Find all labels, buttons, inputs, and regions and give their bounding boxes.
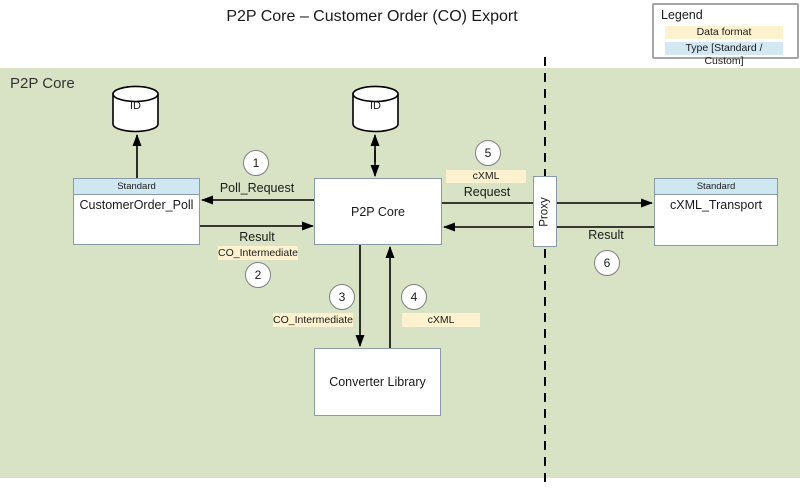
database-left-icon — [112, 85, 159, 133]
node-converter-library: Converter Library — [314, 348, 441, 416]
node-label: CustomerOrder_Poll — [79, 198, 194, 212]
label-result-right: Result — [588, 228, 624, 242]
label-request: Request — [463, 185, 511, 199]
type-badge-standard: Standard — [74, 179, 199, 195]
chip-co-intermediate-left: CO_Intermediate — [218, 246, 298, 260]
database-left-label: ID — [130, 100, 141, 112]
node-cxml-transport: Standard cXML_Transport — [654, 178, 778, 246]
step-circle-2: 2 — [245, 262, 271, 288]
label-poll-request: Poll_Request — [219, 181, 295, 195]
chip-cxml-bottom: cXML — [402, 313, 480, 327]
chip-co-intermediate-bottom: CO_Intermediate — [273, 313, 353, 327]
node-label: cXML_Transport — [670, 198, 762, 212]
step-circle-6: 6 — [594, 250, 620, 276]
boundary-label: P2P Core — [10, 75, 75, 92]
legend-title: Legend — [661, 8, 703, 22]
node-p2p-core: P2P Core — [314, 178, 442, 245]
legend: Legend Data format Type [Standard / Cust… — [652, 3, 799, 67]
step-circle-3: 3 — [329, 284, 355, 310]
label-result-left: Result — [239, 230, 275, 244]
chip-cxml-top: cXML — [446, 170, 526, 183]
database-center-label: ID — [370, 100, 381, 112]
step-circle-5: 5 — [475, 140, 501, 166]
legend-data-format-swatch: Data format — [665, 26, 783, 39]
diagram-title: P2P Core – Customer Order (CO) Export — [226, 8, 518, 25]
database-center-icon — [352, 85, 399, 133]
node-customer-order-poll: Standard CustomerOrder_Poll — [73, 178, 200, 245]
type-badge-standard: Standard — [655, 179, 777, 195]
step-circle-1: 1 — [243, 150, 269, 176]
step-circle-4: 4 — [401, 284, 427, 310]
legend-type-swatch: Type [Standard / Custom] — [665, 42, 783, 67]
proxy-label: Proxy — [539, 196, 551, 227]
node-proxy: Proxy — [533, 176, 557, 247]
